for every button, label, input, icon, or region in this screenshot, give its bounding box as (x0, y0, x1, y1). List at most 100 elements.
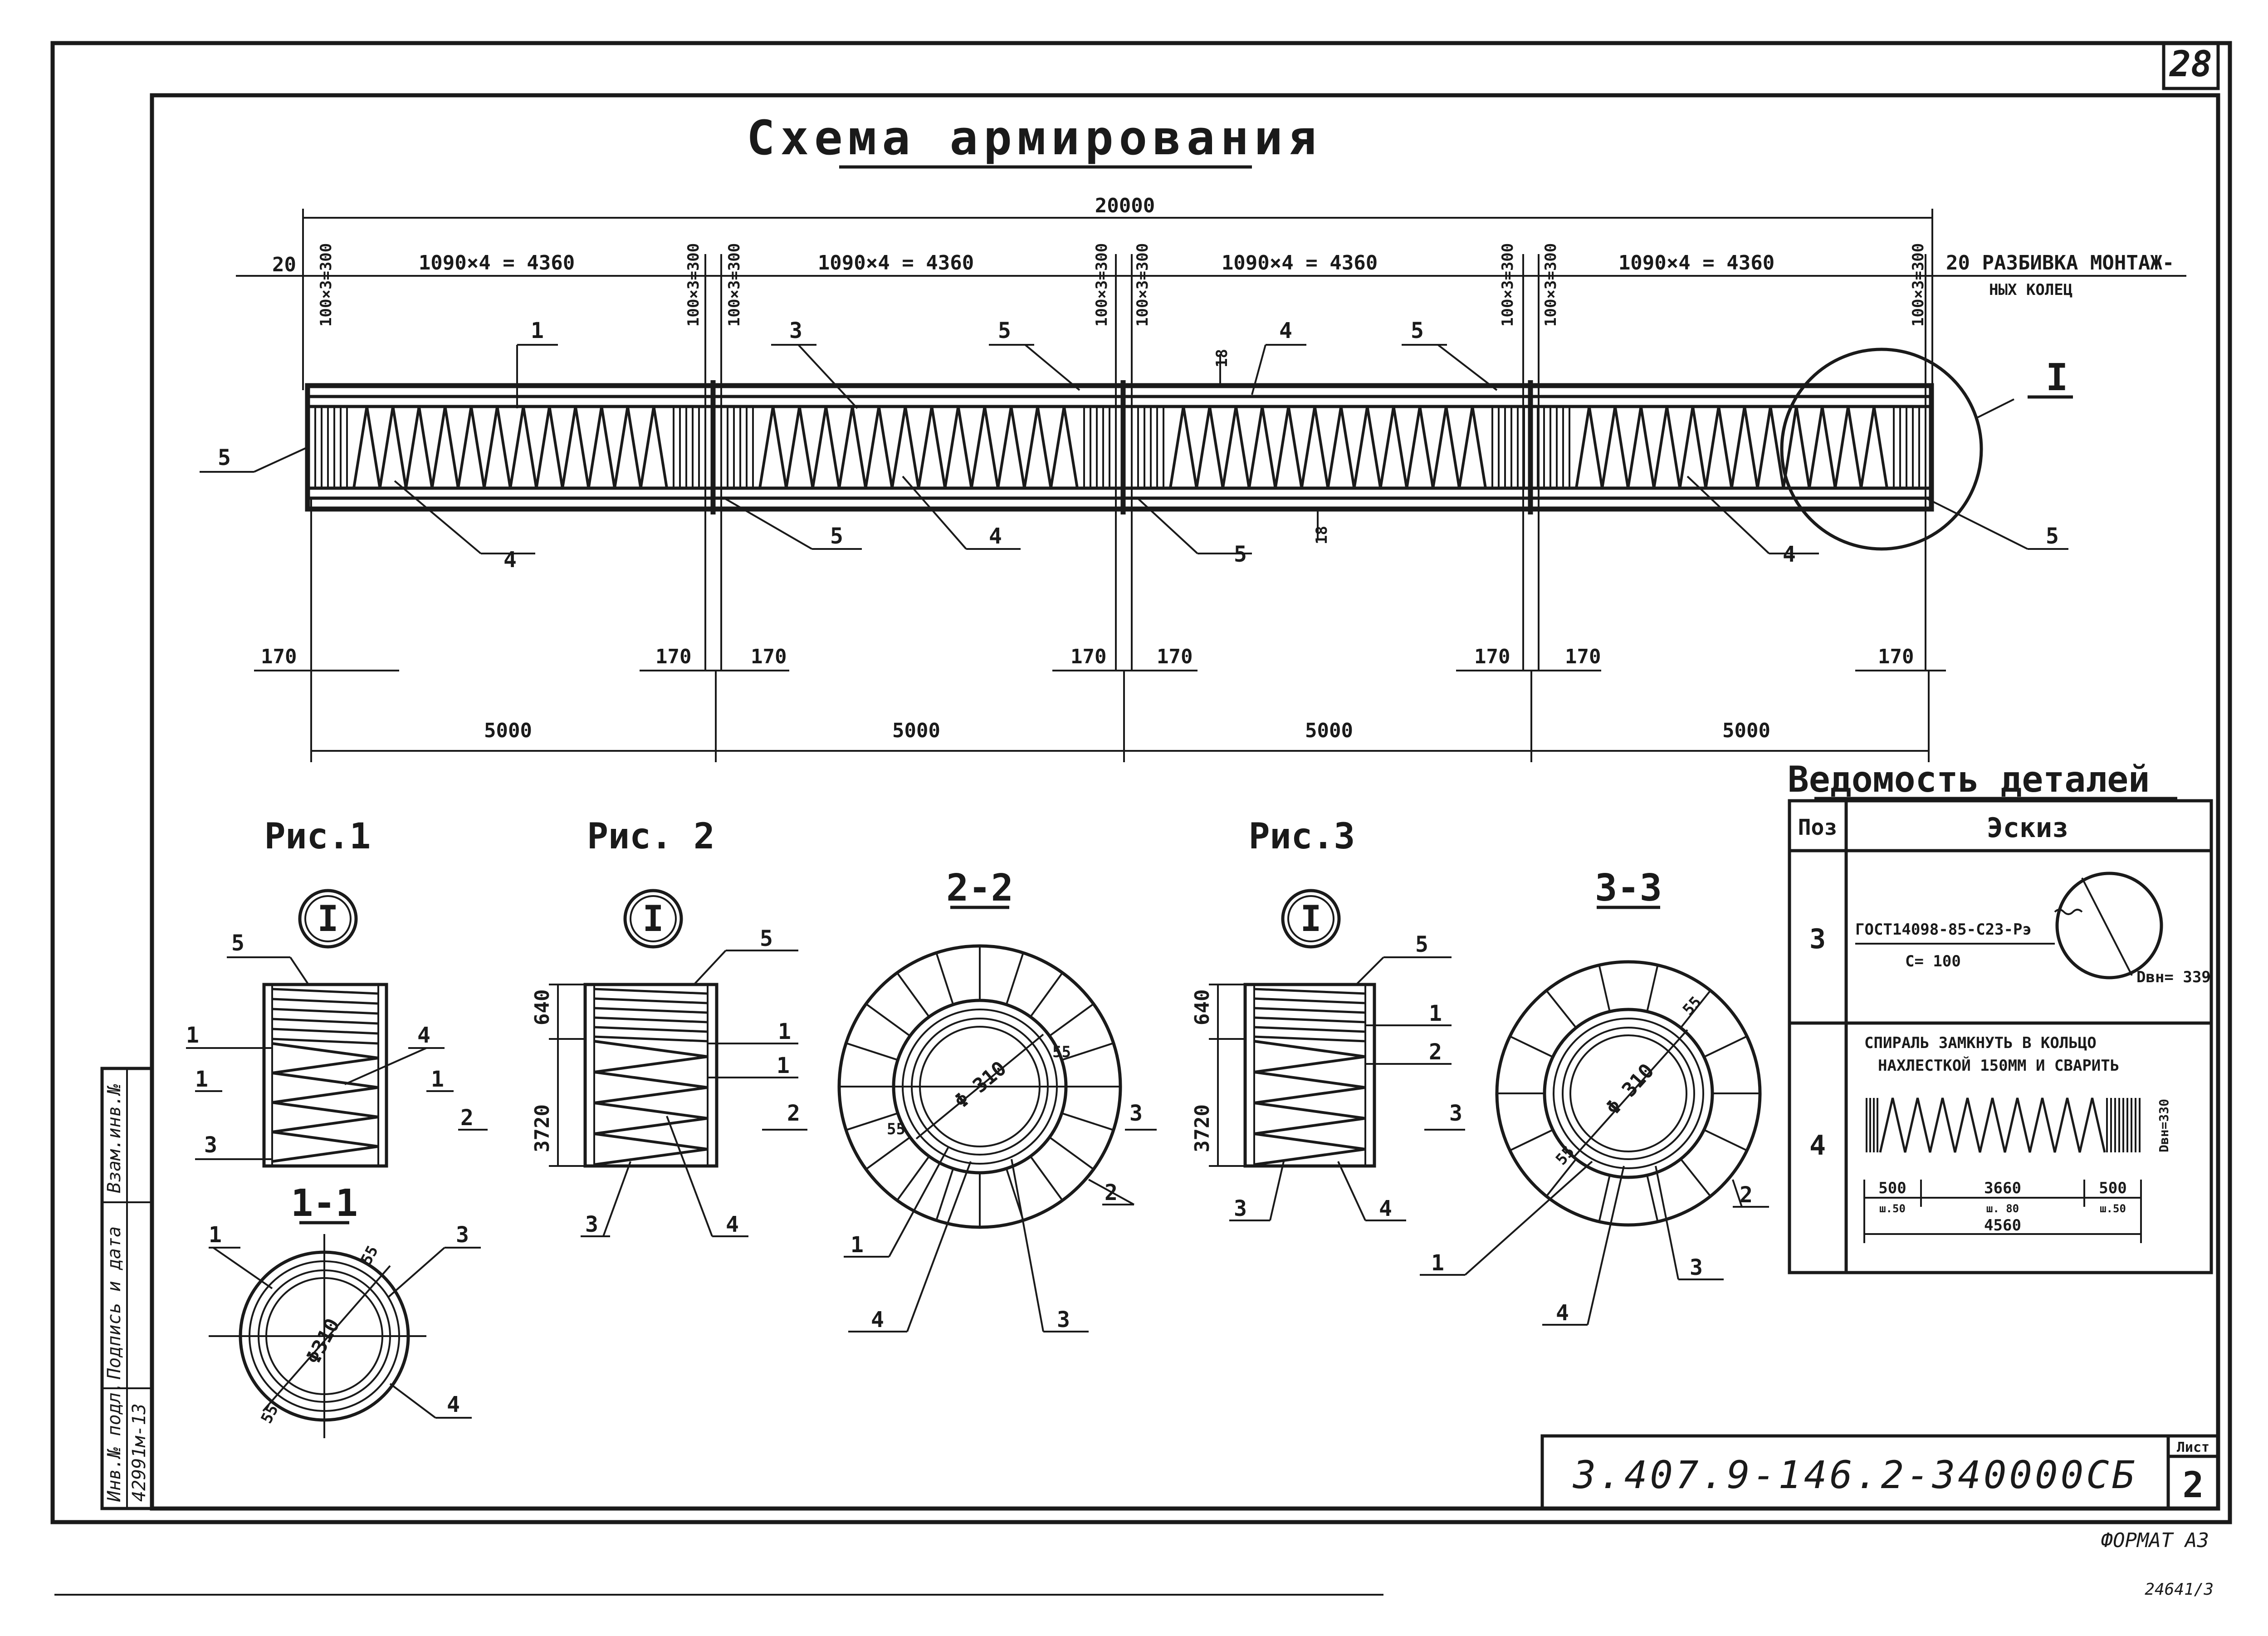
reinforcement-scheme: 20000 20 1090×4 = 4360 1090×4 = 4360 109… (200, 194, 2186, 762)
end-coil (594, 997, 708, 1004)
section22-diameter: Φ 310 (950, 1057, 1011, 1113)
row3-spec-1: ГОСТ14098-85-С23-Рэ (1855, 921, 2032, 939)
section11-title: 1-1 (291, 1182, 358, 1225)
fig2-leader-4: 4 (726, 1212, 739, 1237)
section-3-3: 3-3 Φ 310 55 55 1 2 4 3 (1420, 867, 1769, 1326)
fig3-leader-2: 2 (1429, 1039, 1442, 1065)
detail-ref-I: I (2046, 356, 2068, 399)
s33-leader-1: 1 (1431, 1250, 1444, 1276)
leader-4-b1: 4 (503, 547, 517, 573)
spiral-path (352, 406, 668, 489)
end-gap-left: 20 (272, 253, 296, 276)
figure-3: Рис.3 I 640 3720 5 1 2 3 4 3 3 (1125, 816, 1465, 1221)
section-2-2: 2-2 Φ 310 55 55 1 2 4 3 (837, 867, 1134, 1332)
mounting-rings-note-1: 20 РАЗБИВКА МОНТАЖ- (1946, 251, 2174, 274)
edge-170-3: 170 (751, 645, 787, 668)
title-block: 3.407.9-146.2-340000СБ Лист 2 ФОРМАТ А3 … (1540, 1434, 2220, 1599)
section-spoke (1061, 1042, 1114, 1061)
leader-5-top-a: 5 (998, 318, 1011, 343)
spiral-path (1575, 406, 1888, 489)
edge-170-1: 170 (261, 645, 297, 668)
row3-spec-2: С= 100 (1905, 952, 1961, 970)
leader-3: 3 (789, 318, 802, 343)
row4-note-2: НАХЛЕСТКОЙ 150ММ И СВАРИТЬ (1878, 1056, 2119, 1075)
edge-170-7: 170 (1565, 645, 1601, 668)
segment-spacing-3: 1090×4 = 4360 (1222, 251, 1378, 274)
section-spoke (1598, 965, 1611, 1012)
section-spoke (1545, 990, 1577, 1029)
fig3-callout: I (1300, 899, 1322, 940)
s33-leader-3: 3 (1690, 1255, 1703, 1280)
section-spoke (1703, 1035, 1748, 1058)
row4-pitch-1: ш.50 (1879, 1202, 1906, 1215)
fig3-leader-1: 1 (1429, 1001, 1442, 1026)
fig3-leader-4: 4 (1379, 1196, 1392, 1221)
sheet-number: 28 (2169, 44, 2212, 85)
stamp-swap: Взам.инв.№ (104, 1084, 125, 1193)
fig1-leader-5: 5 (231, 931, 244, 956)
fig3-dim-640: 640 (1191, 989, 1214, 1025)
scheme-title: Схема армирования (747, 110, 1322, 169)
fig2-leader-3: 3 (585, 1212, 598, 1237)
edge-170-4: 170 (1070, 645, 1106, 668)
fig2-dim-640: 640 (531, 989, 554, 1025)
figure-1: Рис.1 I 5 1 4 3 1 1 1-1 Φ310 55 55 1 (186, 816, 481, 1438)
row3-dim: Dвн= 339 (2136, 968, 2211, 986)
end-pitch-j3b: 100×3=300 (1542, 243, 1560, 327)
fig2-cut-right: 2 (787, 1101, 800, 1126)
cover-bottom: 18 (1313, 526, 1331, 544)
s22-leader-4: 4 (871, 1307, 884, 1332)
row4-pitch-2: ш. 80 (1986, 1202, 2019, 1215)
leader-5-b2: 5 (1234, 542, 1247, 567)
section-spoke (865, 1003, 911, 1037)
format-label: ФОРМАТ А3 (2101, 1529, 2209, 1552)
fig3-cut-left: 3 (1129, 1101, 1143, 1126)
section11-cover-a: 55 (357, 1243, 382, 1268)
end-pitch-j3a: 100×3=300 (1499, 243, 1517, 327)
end-coil (594, 988, 708, 995)
section22-cover-b: 55 (887, 1120, 905, 1138)
edge-170-2: 170 (655, 645, 691, 668)
scheme-title-text: Схема армирования (747, 110, 1322, 166)
row4-dim-3: 500 (2099, 1179, 2126, 1197)
fig1-callout: I (318, 899, 339, 940)
section-spoke (1049, 1003, 1094, 1037)
end-coil (272, 998, 379, 1005)
sheet-label: Лист (2177, 1440, 2209, 1455)
fig2-leader-5: 5 (760, 926, 773, 951)
spiral-path (758, 406, 1079, 489)
row4-dim-1: 500 (1878, 1179, 1906, 1197)
stamp-value: 42991м-13 (129, 1403, 150, 1502)
segment-spacing-1: 1090×4 = 4360 (419, 251, 575, 274)
fig3-dim-3720: 3720 (1191, 1104, 1214, 1152)
end-coil (272, 988, 379, 995)
segment-spacing-2: 1090×4 = 4360 (818, 251, 974, 274)
s11-leader-3: 3 (456, 1222, 469, 1248)
inventory-bottom: 24641/3 (2145, 1580, 2214, 1599)
spiral-path (1254, 1040, 1366, 1166)
end-pitch-right: 100×3=300 (1909, 243, 1927, 327)
s22-leader-1: 1 (850, 1232, 864, 1258)
section-spoke (1646, 965, 1659, 1012)
section-spoke (1598, 1175, 1611, 1222)
table-col-pos: Поз (1798, 815, 1838, 840)
fig1-leader-1: 1 (186, 1023, 199, 1048)
end-coil (594, 1035, 708, 1043)
end-coil (594, 1026, 708, 1033)
spiral-path (1879, 1097, 2106, 1153)
row4-note-1: СПИРАЛЬ ЗАМКНУТЬ В КОЛЬЦО (1864, 1034, 2097, 1052)
section-spoke (1545, 1158, 1577, 1197)
section-spoke (896, 972, 930, 1018)
segment-length-3: 5000 (1305, 719, 1353, 742)
figure-2: Рис. 2 I 640 3720 5 1 1 3 4 2 2 (458, 816, 807, 1237)
fig3-cut-right: 3 (1449, 1101, 1462, 1126)
section-spoke (896, 1156, 930, 1201)
s22-leader-2: 2 (1105, 1180, 1118, 1205)
spiral-path (272, 1042, 379, 1163)
section-spoke (865, 1136, 911, 1170)
end-coil (1254, 1016, 1366, 1024)
end-coil (1254, 1007, 1366, 1014)
end-coil (1254, 1035, 1366, 1043)
s33-leader-2: 2 (1740, 1182, 1753, 1208)
